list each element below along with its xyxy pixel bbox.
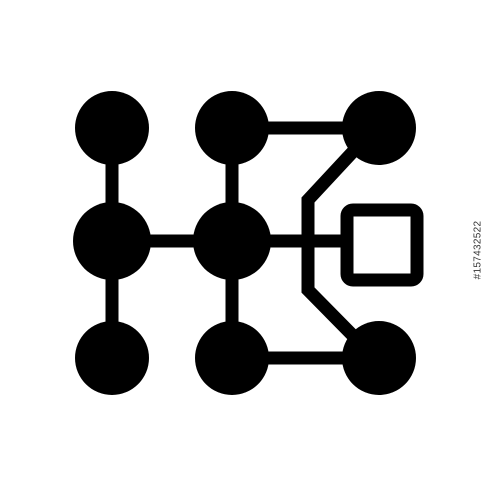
square-node (340, 203, 424, 287)
node-top-middle (195, 91, 269, 165)
node-mid-middle (193, 202, 271, 280)
node-mid-left (73, 202, 151, 280)
node-bottom-right (342, 321, 416, 395)
node-top-left (75, 91, 149, 165)
stock-id-text: #157432522 (472, 220, 484, 280)
node-bottom-left (75, 321, 149, 395)
node-top-right (342, 91, 416, 165)
node-bottom-middle (195, 321, 269, 395)
